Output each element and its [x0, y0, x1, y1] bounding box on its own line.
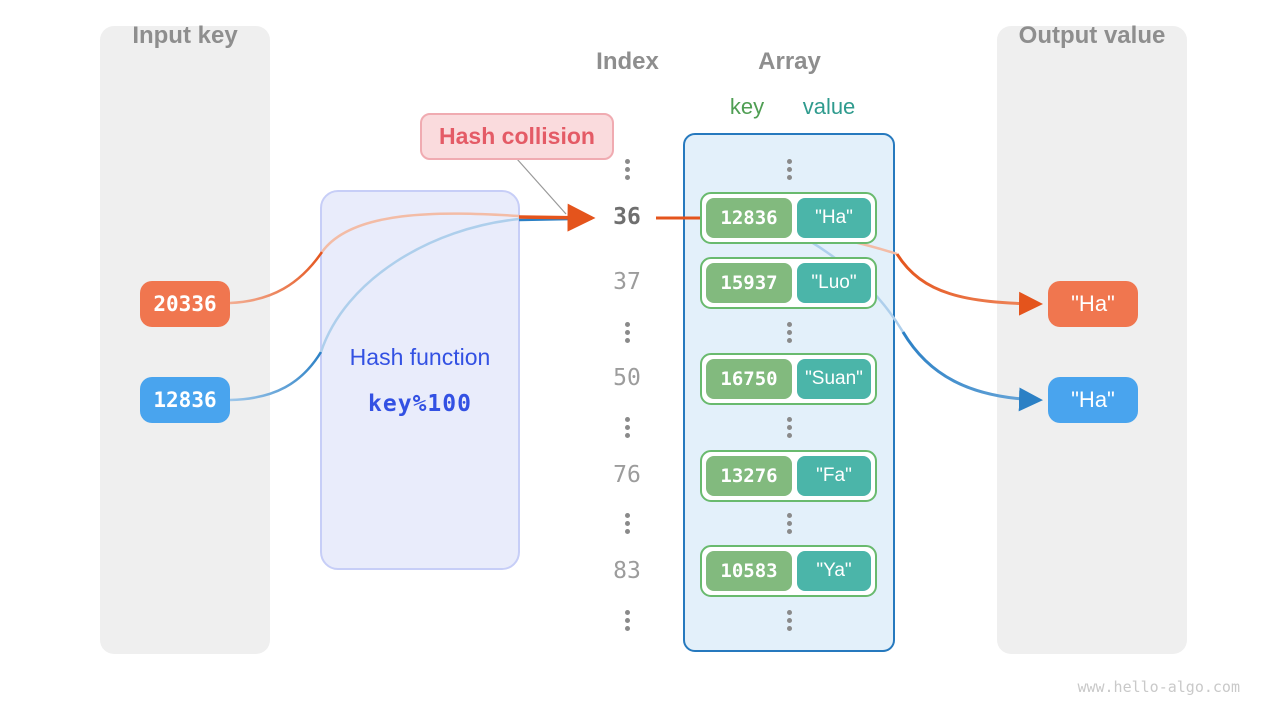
- array-header: Array: [758, 48, 821, 75]
- pair-key: 12836: [706, 198, 792, 238]
- vertical-ellipsis-icon: [624, 513, 630, 534]
- vertical-ellipsis-icon: [786, 322, 792, 343]
- vertical-ellipsis-icon: [624, 610, 630, 631]
- array-pair-row: 15937 "Luo": [700, 257, 877, 309]
- index-50: 50: [613, 365, 641, 391]
- index-header: Index: [596, 48, 659, 75]
- pair-value: "Fa": [797, 456, 871, 496]
- array-pair-row: 12836 "Ha": [700, 192, 877, 244]
- input-key-title: Input key: [132, 22, 238, 49]
- array-pair-row: 16750 "Suan": [700, 353, 877, 405]
- input-key-12836: 12836: [140, 377, 230, 423]
- vertical-ellipsis-icon: [624, 159, 630, 180]
- pair-value: "Ya": [797, 551, 871, 591]
- hash-collision-callout: Hash collision: [420, 113, 614, 160]
- input-key-panel: [100, 26, 270, 654]
- vertical-ellipsis-icon: [786, 417, 792, 438]
- array-pair-row: 13276 "Fa": [700, 450, 877, 502]
- vertical-ellipsis-icon: [786, 513, 792, 534]
- index-37: 37: [613, 269, 641, 295]
- pair-value: "Ha": [797, 198, 871, 238]
- input-key-20336: 20336: [140, 281, 230, 327]
- pair-key: 16750: [706, 359, 792, 399]
- index-83: 83: [613, 558, 641, 584]
- vertical-ellipsis-icon: [786, 159, 792, 180]
- value-column-header: value: [802, 94, 856, 119]
- vertical-ellipsis-icon: [786, 610, 792, 631]
- pair-value: "Luo": [797, 263, 871, 303]
- pair-key: 15937: [706, 263, 792, 303]
- index-36: 36: [613, 204, 641, 230]
- output-value-ha-orange: "Ha": [1048, 281, 1138, 327]
- output-value-panel: [997, 26, 1187, 654]
- pair-key: 13276: [706, 456, 792, 496]
- vertical-ellipsis-icon: [624, 417, 630, 438]
- key-column-header: key: [729, 94, 765, 119]
- watermark: www.hello-algo.com: [1077, 678, 1240, 696]
- hash-function-box: [320, 190, 520, 570]
- output-value-title: Output value: [1018, 22, 1166, 49]
- pair-key: 10583: [706, 551, 792, 591]
- vertical-ellipsis-icon: [624, 322, 630, 343]
- index-76: 76: [613, 462, 641, 488]
- hash-function-label: Hash function: [349, 344, 491, 370]
- pair-value: "Suan": [797, 359, 871, 399]
- output-value-ha-blue: "Ha": [1048, 377, 1138, 423]
- array-pair-row: 10583 "Ya": [700, 545, 877, 597]
- hash-function-formula: key%100: [368, 391, 472, 417]
